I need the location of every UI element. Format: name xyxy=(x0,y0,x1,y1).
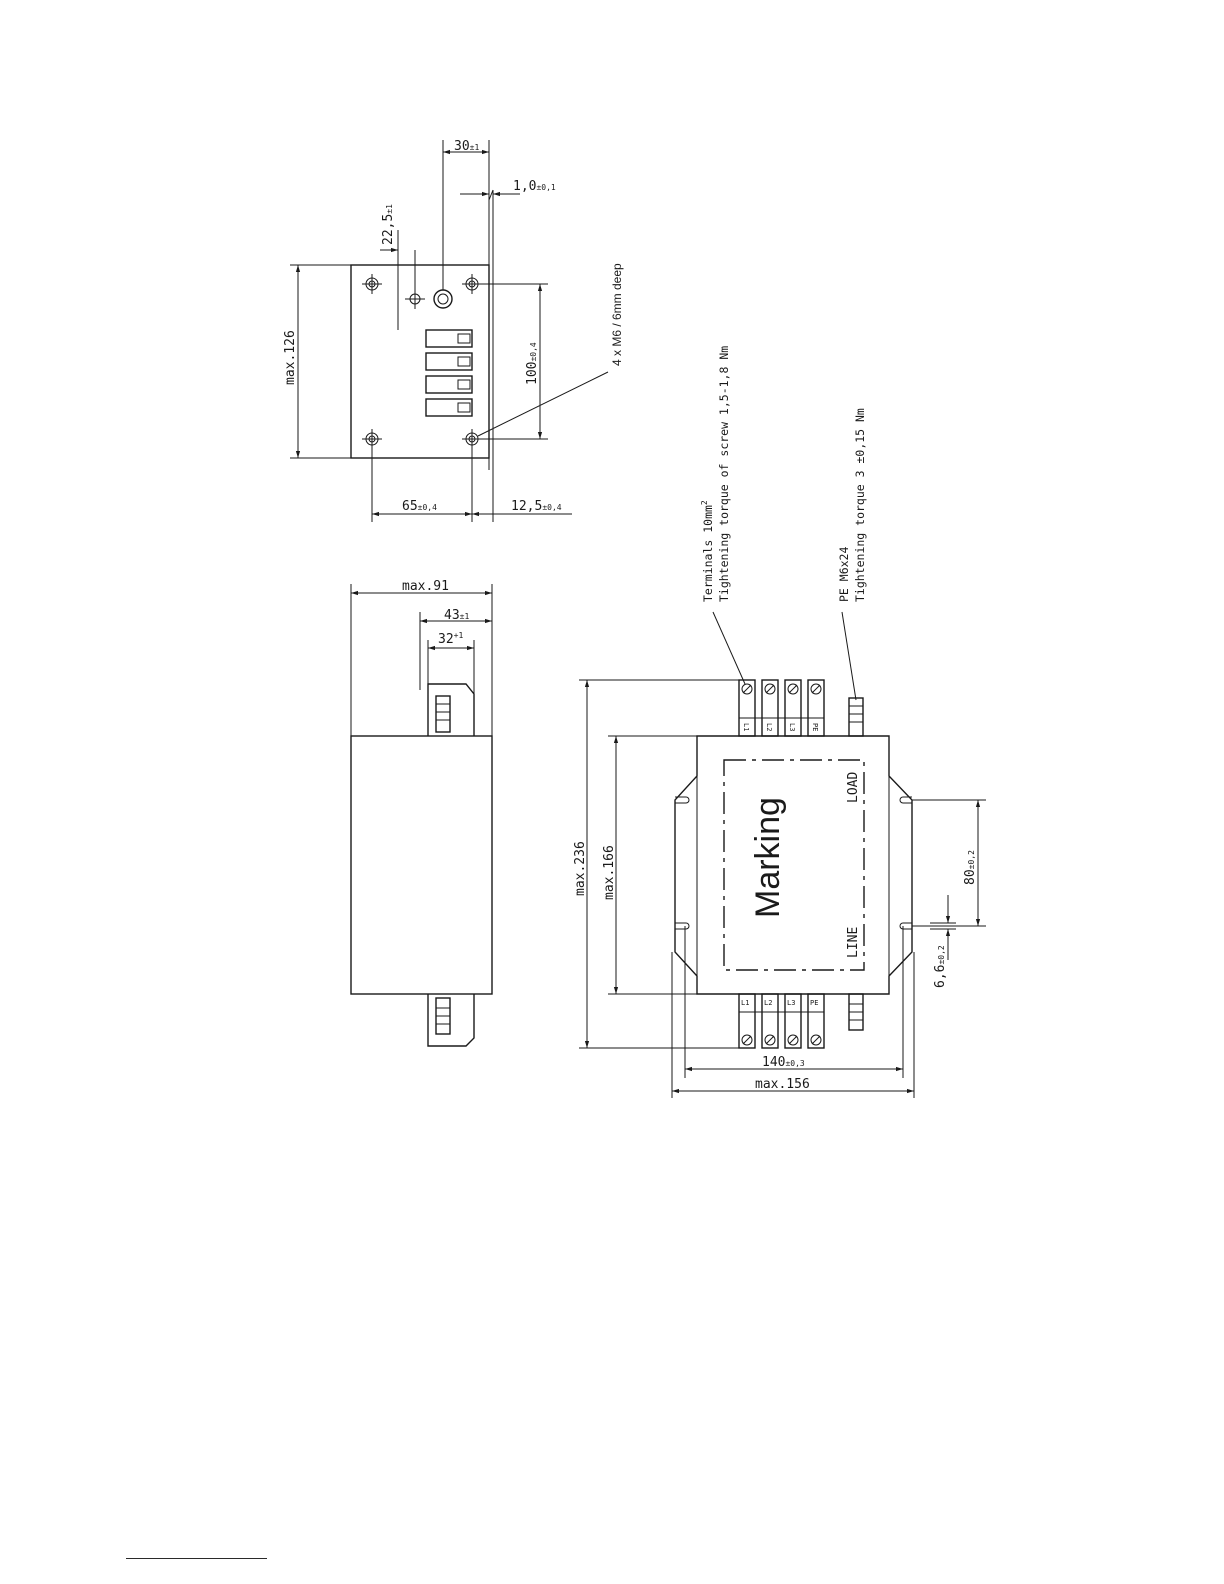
note-holes: 4 x M6 / 6mm deep xyxy=(610,263,624,366)
terminal-label: L1 xyxy=(741,999,749,1007)
dim-label: 30±1 xyxy=(454,139,479,154)
note-terminals-torque: Tightening torque of screw 1,5-1,8 Nm xyxy=(717,346,731,602)
pe-stud-side xyxy=(436,696,450,732)
terminal-label: PE xyxy=(810,999,818,1007)
terminal-label: PE xyxy=(811,723,819,731)
dim-label: max.236 xyxy=(573,841,588,896)
dim-label: 100±0,4 xyxy=(525,342,540,385)
dim-label: 22,5±1 xyxy=(381,204,396,245)
dim-label: 140±0,3 xyxy=(762,1055,805,1070)
note-pe: PE M6x24 xyxy=(837,547,851,602)
dim-label: max.91 xyxy=(402,579,449,594)
side-view-body xyxy=(351,736,492,994)
line-label: LINE xyxy=(846,927,861,958)
dim-label: 80±0,2 xyxy=(963,850,978,885)
leader-line xyxy=(478,372,608,436)
dim-label: 12,5±0,4 xyxy=(511,499,562,514)
leader-line xyxy=(842,612,856,700)
terminal-label: L3 xyxy=(788,723,796,731)
terminal-label: L2 xyxy=(764,999,772,1007)
marking-label: Marking xyxy=(749,797,787,918)
marking-area xyxy=(724,760,864,970)
pe-stud xyxy=(434,290,452,308)
leader-line xyxy=(713,612,745,684)
dim-label: 1,0±0,1 xyxy=(513,179,556,194)
pe-stud-side xyxy=(436,998,450,1034)
pe-stud-front xyxy=(849,698,863,736)
side-view: max.91 43±1 32+1 xyxy=(351,579,492,1046)
filter-housing xyxy=(675,736,912,994)
mounting-hole xyxy=(362,274,382,294)
mounting-slot xyxy=(675,923,689,929)
dim-label: 6,6±0,2 xyxy=(933,945,948,988)
load-label: LOAD xyxy=(846,772,861,803)
line-terminals: L1 L2 L3 PE xyxy=(739,994,824,1048)
terminal-label: L1 xyxy=(742,723,750,731)
mounting-slot xyxy=(900,923,912,929)
top-view: 30±1 1,0±0,1 22,5±1 max.126 100±0,4 4 x … xyxy=(283,139,624,522)
dim-label: 65±0,4 xyxy=(402,499,437,514)
front-view: Marking LOAD LINE L1 L2 L3 PE L1 L2 L3 P… xyxy=(573,346,986,1098)
dim-label: 43±1 xyxy=(444,608,469,623)
terminal-label: L2 xyxy=(765,723,773,731)
note-pe-torque: Tightening torque 3 ±0,15 Nm xyxy=(853,408,867,602)
dim-label: max.126 xyxy=(283,330,298,385)
terminal-label: L3 xyxy=(787,999,795,1007)
load-terminals: L1 L2 L3 PE xyxy=(739,680,824,736)
footnote-rule xyxy=(126,1558,267,1559)
note-terminals: Terminals 10mm2 xyxy=(700,500,715,602)
dim-label: max.166 xyxy=(602,845,617,900)
pe-stud-front xyxy=(849,994,863,1030)
dim-label: 32+1 xyxy=(438,631,463,647)
mounting-hole xyxy=(462,274,482,294)
terminal-block xyxy=(426,330,472,416)
dim-label: max.156 xyxy=(755,1077,810,1092)
